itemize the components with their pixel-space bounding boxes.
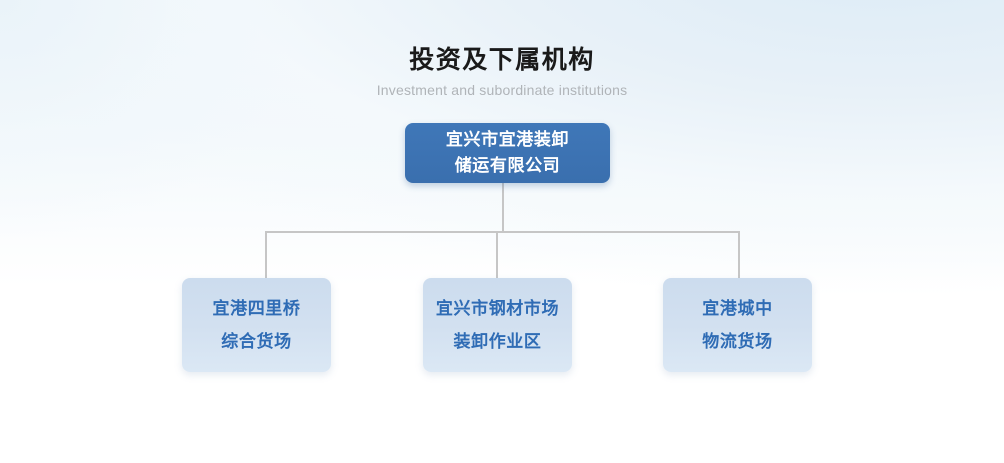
connector-drop-child-1 — [496, 231, 498, 278]
org-node-child-1-line-1: 宜兴市钢材市场 — [435, 299, 560, 318]
org-node-child-2-line-1: 宜港城中 — [702, 299, 773, 318]
org-node-child-2[interactable]: 宜港城中 物流货场 — [663, 278, 812, 372]
org-node-root-line-1: 宜兴市宜港装卸 — [445, 130, 570, 149]
connector-root-stem — [502, 183, 504, 233]
connector-drop-child-0 — [265, 231, 267, 278]
page-heading: 投资及下属机构 Investment and subordinate insti… — [0, 45, 1004, 99]
org-node-child-0-line-1: 宜港四里桥 — [212, 299, 301, 318]
org-node-root[interactable]: 宜兴市宜港装卸 储运有限公司 — [405, 123, 610, 183]
connector-drop-child-2 — [738, 231, 740, 278]
connector-horizontal-bar — [265, 231, 740, 233]
org-node-child-0-line-2: 综合货场 — [221, 332, 292, 351]
org-node-child-1-line-2: 装卸作业区 — [453, 332, 542, 351]
org-node-child-1[interactable]: 宜兴市钢材市场 装卸作业区 — [423, 278, 572, 372]
org-node-child-0[interactable]: 宜港四里桥 综合货场 — [182, 278, 331, 372]
page-subtitle: Investment and subordinate institutions — [376, 82, 628, 98]
org-node-child-2-line-2: 物流货场 — [702, 332, 773, 351]
page-title: 投资及下属机构 — [409, 46, 595, 74]
org-node-root-line-2: 储运有限公司 — [454, 156, 561, 175]
